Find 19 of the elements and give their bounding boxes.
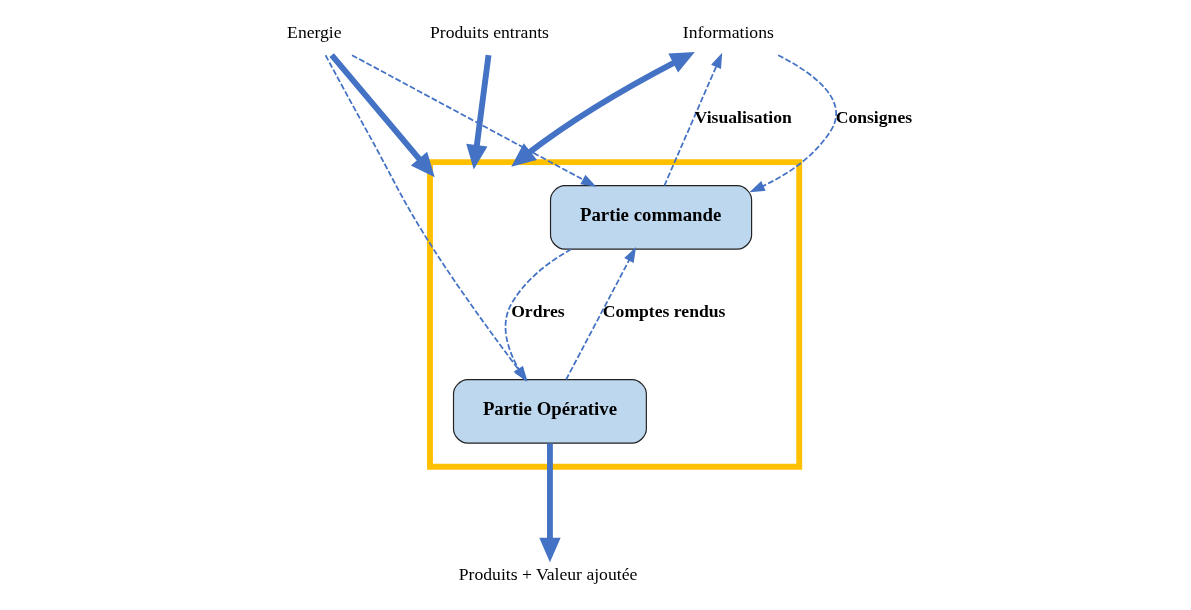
arrow — [749, 54, 837, 193]
arrow — [663, 52, 723, 187]
arrow — [539, 443, 561, 563]
node-box: Partie commande — [549, 185, 753, 250]
edge-label: Consignes — [835, 107, 913, 128]
node-box: Partie Opérative — [452, 379, 647, 444]
arrow — [565, 247, 637, 381]
arrow — [511, 51, 695, 167]
node-text: Energie — [287, 22, 342, 43]
edge-label: Comptes rendus — [602, 301, 726, 322]
node-text: Produits entrants — [429, 22, 549, 43]
arrow — [329, 53, 435, 178]
node-text: Informations — [682, 22, 774, 43]
arrow — [351, 54, 597, 187]
node-text: Produits + Valeur ajoutée — [458, 564, 638, 585]
edge-label: Visualisation — [694, 107, 792, 128]
edge-label: Ordres — [511, 301, 565, 322]
cluster — [427, 159, 803, 470]
arrow — [466, 54, 492, 170]
